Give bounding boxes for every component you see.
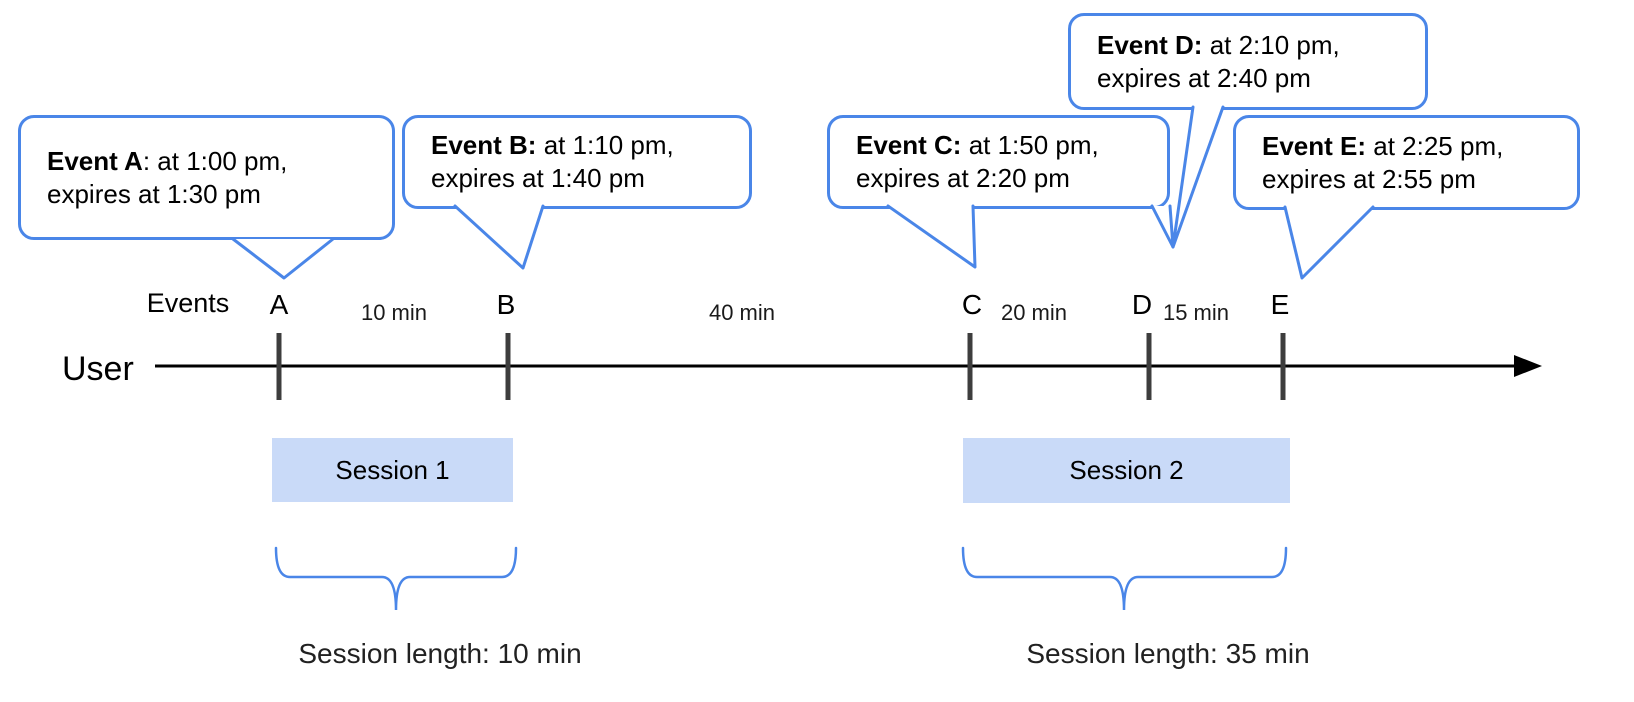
tick-b [505, 333, 511, 400]
event-b-time: at 1:10 pm, [536, 130, 674, 160]
tick-label-c: C [961, 289, 983, 320]
event-b-tail [453, 204, 545, 270]
session-2-brace [961, 546, 1288, 611]
tick-c [967, 333, 973, 400]
event-e-expiry: expires at 2:55 pm [1262, 163, 1476, 194]
event-b-bubble: Event B: at 1:10 pm, expires at 1:40 pm [402, 115, 752, 209]
event-e-time: at 2:25 pm, [1366, 130, 1504, 161]
event-a-bubble: Event A: at 1:00 pm, expires at 1:30 pm [18, 115, 395, 240]
user-row-label: User [62, 350, 134, 388]
event-e-line1: Event E: at 2:25 pm, [1262, 130, 1577, 163]
tick-a [276, 333, 282, 400]
tick-label-b: B [496, 289, 516, 320]
event-d-tail [1171, 105, 1225, 249]
event-c-small-tail [1150, 204, 1175, 249]
interval-label-c-d: 20 min [1000, 300, 1068, 325]
interval-label-b-c: 40 min [708, 300, 776, 325]
events-row-label: Events [146, 288, 230, 318]
event-c-time: at 1:50 pm, [961, 130, 1099, 160]
event-a-name: Event A [47, 145, 143, 176]
event-c-bubble: Event C: at 1:50 pm, expires at 2:20 pm [827, 115, 1170, 209]
event-b-line1: Event B: at 1:10 pm, [431, 129, 749, 162]
event-b-expiry: expires at 1:40 pm [431, 163, 645, 193]
interval-label-a-b: 10 min [360, 300, 428, 325]
tick-label-a: A [269, 289, 289, 320]
event-a-expiry: expires at 1:30 pm [47, 178, 261, 209]
timeline-arrowhead [1514, 355, 1542, 377]
event-d-line1: Event D: at 2:10 pm, [1097, 29, 1425, 62]
event-d-bubble: Event D: at 2:10 pm, expires at 2:40 pm [1068, 13, 1428, 110]
event-e-tail [1283, 205, 1375, 280]
event-d-time: at 2:10 pm, [1202, 29, 1340, 60]
event-a-time: : at 1:00 pm, [142, 145, 288, 176]
event-a-tail [231, 237, 335, 280]
tick-d [1146, 333, 1152, 400]
event-c-expiry: expires at 2:20 pm [856, 163, 1070, 193]
interval-label-d-e: 15 min [1162, 300, 1230, 325]
tick-label-d: D [1131, 289, 1153, 320]
session-2-box: Session 2 [963, 438, 1290, 503]
session-2-length-label: Session length: 35 min [1026, 638, 1310, 669]
event-c-tail [886, 204, 977, 269]
event-d-expiry: expires at 2:40 pm [1097, 62, 1311, 93]
event-e-bubble: Event E: at 2:25 pm, expires at 2:55 pm [1233, 115, 1580, 210]
tick-label-e: E [1270, 289, 1290, 320]
tick-e [1280, 333, 1286, 400]
event-a-line1: Event A: at 1:00 pm, [47, 145, 392, 178]
session-1-length-label: Session length: 10 min [298, 638, 582, 669]
event-b-name: Event B: [431, 130, 537, 160]
event-c-name: Event C: [856, 130, 962, 160]
event-d-name: Event D: [1097, 29, 1203, 60]
session-1-brace [274, 546, 518, 611]
event-e-name: Event E: [1262, 130, 1367, 161]
event-c-line1: Event C: at 1:50 pm, [856, 129, 1167, 162]
session-1-box: Session 1 [272, 438, 513, 502]
